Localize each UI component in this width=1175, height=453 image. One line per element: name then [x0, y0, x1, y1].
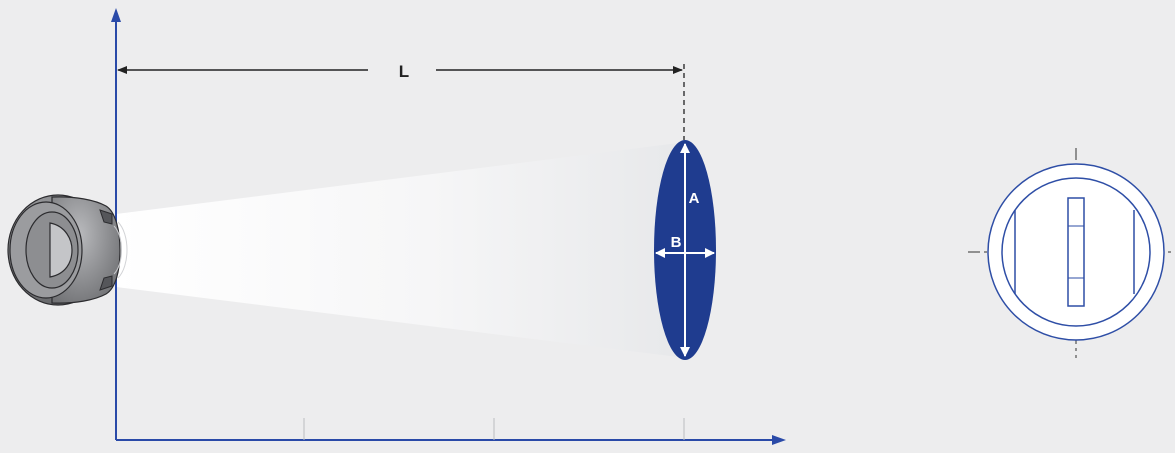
distance-label: L — [399, 62, 409, 81]
end-view-inner-circle — [1001, 177, 1151, 327]
spray-beam — [116, 142, 686, 358]
y-axis-arrow — [111, 8, 121, 22]
minor-axis-label: B — [671, 234, 682, 251]
end-view-orifice-slot — [1067, 197, 1085, 307]
x-axis-arrow — [772, 435, 786, 445]
spray-nozzle-icon — [7, 194, 128, 306]
distance-dimension: L — [117, 62, 685, 140]
major-axis-label: A — [689, 190, 700, 207]
nozzle-end-view-icon — [968, 148, 1175, 358]
spray-pattern-ellipse: A B — [654, 140, 716, 360]
